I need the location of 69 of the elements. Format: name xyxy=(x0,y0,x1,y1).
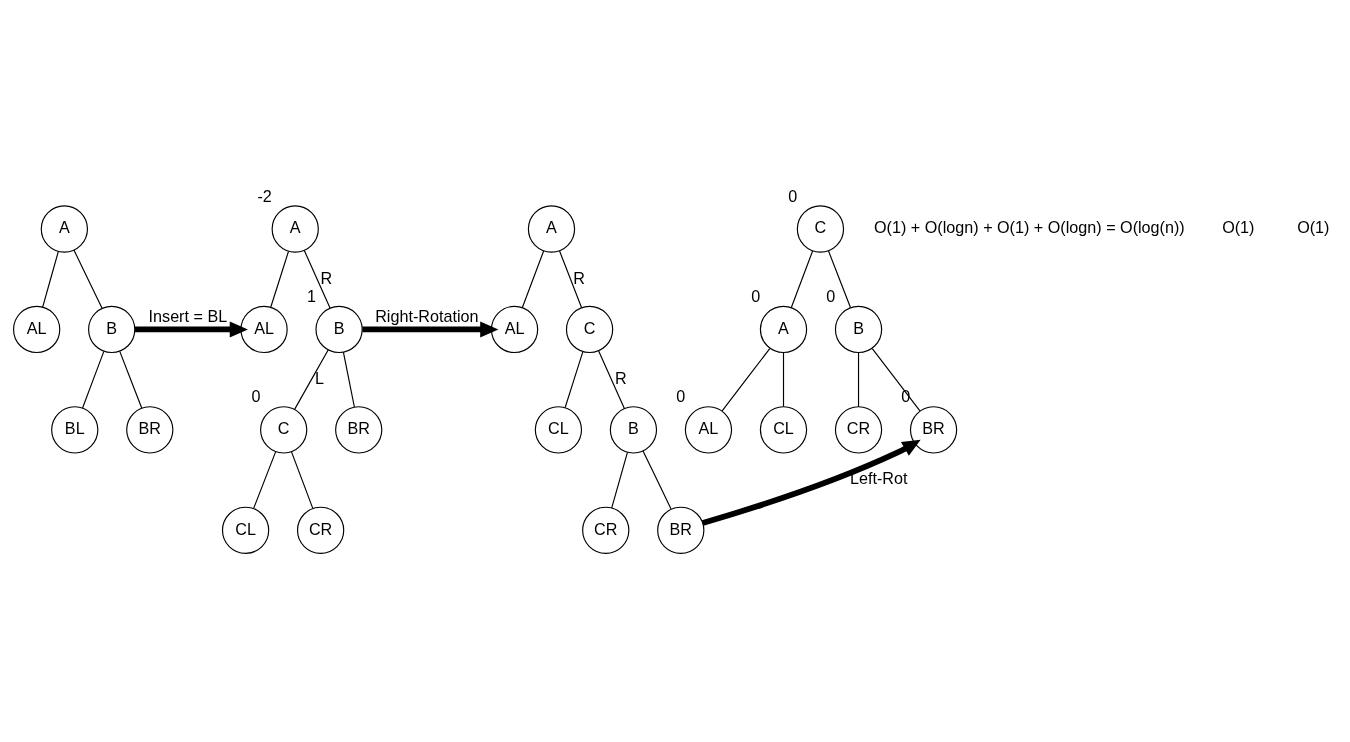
connector xyxy=(294,349,329,410)
node-circle: CL xyxy=(534,406,583,454)
connector xyxy=(119,350,143,409)
edge-label: Left-Rot xyxy=(850,469,908,488)
connector xyxy=(721,348,771,412)
edge-label: L xyxy=(314,368,324,387)
node-circle: CR xyxy=(582,506,630,554)
connector xyxy=(521,250,545,309)
node-circle: AL xyxy=(490,305,539,354)
node-circle: B xyxy=(88,305,136,354)
connector xyxy=(342,351,355,408)
node-label: -2 xyxy=(257,186,272,205)
edge-label: R xyxy=(614,368,627,387)
node-circle: C xyxy=(796,205,845,253)
connector xyxy=(611,451,628,509)
node-circle: C xyxy=(260,406,308,454)
node-circle: CL xyxy=(221,506,270,554)
node-label: 0 xyxy=(901,387,911,406)
node-label: 0 xyxy=(751,286,761,305)
node-circle: BR xyxy=(335,406,383,454)
node-circle: CR xyxy=(834,406,883,454)
connector xyxy=(270,250,290,308)
node-circle: BR xyxy=(909,406,958,454)
connector xyxy=(73,249,103,309)
connector xyxy=(253,451,277,509)
edge-label: Insert = BL xyxy=(148,306,228,325)
node-circle: B xyxy=(609,406,658,454)
node-circle: B xyxy=(315,305,363,354)
connector xyxy=(564,351,584,409)
connector xyxy=(290,451,314,509)
node-circle: A xyxy=(527,205,576,253)
node-circle: CL xyxy=(759,406,808,454)
node-circle: A xyxy=(40,205,89,253)
node-circle: CR xyxy=(296,506,345,554)
node-label: 0 xyxy=(788,186,798,205)
node-label: 0 xyxy=(826,286,836,305)
connector xyxy=(642,450,672,510)
connector xyxy=(82,350,105,409)
node-circle: BR xyxy=(657,506,705,554)
arrow xyxy=(134,321,248,338)
node-circle: AL xyxy=(240,305,288,354)
connector xyxy=(782,352,785,408)
node-circle: AL xyxy=(13,305,61,354)
connector xyxy=(857,352,860,408)
arrow xyxy=(362,321,499,338)
node-label: 0 xyxy=(676,387,686,406)
connector xyxy=(598,350,625,409)
connector xyxy=(559,250,583,309)
node-circle: A xyxy=(271,205,319,253)
node-circle: BL xyxy=(51,406,99,454)
node-circle: A xyxy=(759,305,808,354)
node-circle: B xyxy=(834,305,883,354)
connector xyxy=(871,348,921,412)
node-circle: C xyxy=(565,305,614,354)
connector xyxy=(303,249,331,309)
connector xyxy=(827,250,852,309)
arrow xyxy=(701,439,921,526)
label: O(1) xyxy=(1222,218,1255,237)
connector xyxy=(790,250,814,309)
edge-label: R xyxy=(573,268,586,287)
connector xyxy=(42,250,59,308)
node-circle: AL xyxy=(684,406,733,454)
node-label: 0 xyxy=(251,387,261,406)
node-circle: BR xyxy=(126,406,174,454)
node-label: 1 xyxy=(306,286,316,305)
label: O(1) xyxy=(1297,218,1330,237)
edge-label: Right-Rotation xyxy=(375,306,479,325)
edge-label: R xyxy=(320,268,333,287)
label: O(1) + O(logn) + O(1) + O(logn) = O(log(n)) xyxy=(874,218,1185,237)
